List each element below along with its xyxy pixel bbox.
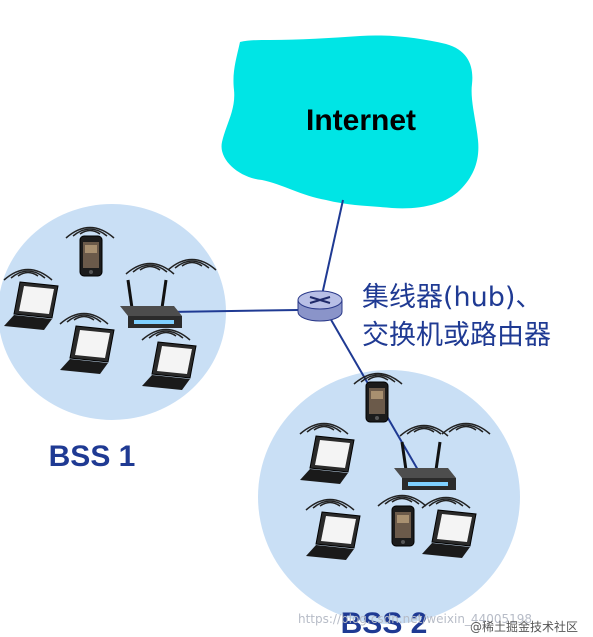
bss2-phone-2-icon <box>391 505 415 547</box>
hub-label-line2: 交换机或路由器 <box>362 320 551 351</box>
internet-label: Internet <box>306 104 416 137</box>
hub-label-line1: 集线器(hub)、 <box>362 282 542 313</box>
watermark-url: https://blog.csdn.net/weixin_44005198 <box>298 612 532 626</box>
bss1-label: BSS 1 <box>49 440 136 473</box>
bss1-phone-icon <box>79 235 103 277</box>
bss2-phone-1-icon <box>365 381 389 423</box>
link-hub-internet <box>319 199 344 305</box>
watermark-brand: @稀土掘金技术社区 <box>470 619 578 634</box>
bss2-label: BSS 2 <box>341 607 428 637</box>
bss2-area <box>258 370 520 624</box>
internet-cloud <box>221 35 479 209</box>
hub-icon <box>297 290 343 322</box>
link-hub-bss1-router <box>167 309 299 313</box>
